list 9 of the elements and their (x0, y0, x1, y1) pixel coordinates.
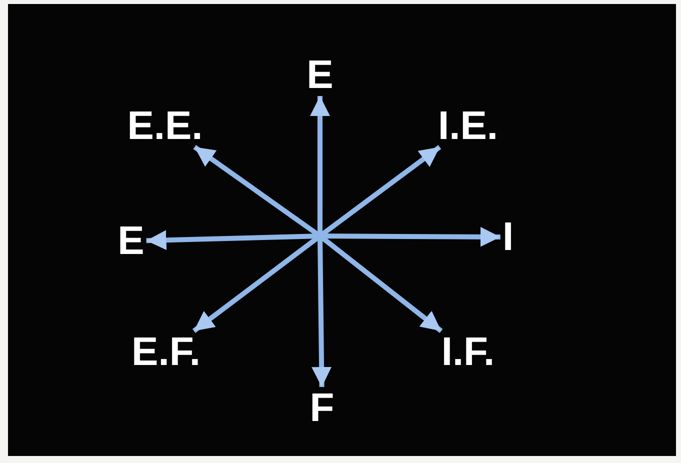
direction-label: I.F. (439, 331, 497, 373)
direction-label: E (304, 54, 336, 96)
arrow (310, 96, 330, 236)
direction-label: I.E. (436, 105, 500, 147)
direction-label: F (308, 387, 336, 429)
direction-label: I (500, 216, 516, 258)
direction-label: E.E. (125, 105, 205, 147)
direction-label: E.F. (130, 331, 202, 373)
direction-label: E (116, 220, 146, 262)
